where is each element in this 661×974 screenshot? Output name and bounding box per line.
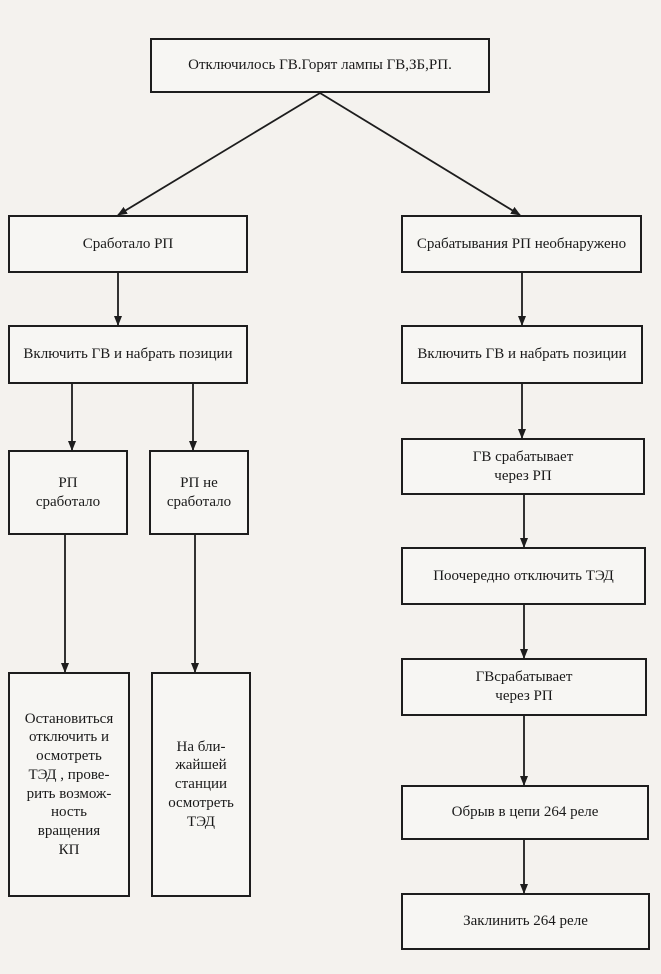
right-enable-label: Включить ГВ и набрать позиции xyxy=(417,346,627,363)
right-top-node: Срабатывания РП необнаружено xyxy=(401,215,642,273)
rp-worked-label: РП сработало xyxy=(35,474,101,510)
left-top-node: Сработало РП xyxy=(8,215,248,273)
gv-through-rp-1-node: ГВ срабатывает через РП xyxy=(401,438,645,495)
wedge-264-node: Заклинить 264 реле xyxy=(401,893,650,950)
right-top-label: Срабатывания РП необнаружено xyxy=(416,235,627,252)
break-264-node: Обрыв в цепи 264 реле xyxy=(401,785,649,840)
left-enable-node: Включить ГВ и набрать позиции xyxy=(8,325,248,384)
disconnect-ted-label: Поочередно отключить ТЭД xyxy=(433,567,614,584)
root-node: Отключилось ГВ.Горят лампы ГВ,ЗБ,РП. xyxy=(150,38,490,93)
next-station-label: На бли- жайшей станции осмотреть ТЭД xyxy=(168,738,234,830)
left-top-label: Сработало РП xyxy=(82,235,174,252)
rp-worked-node: РП сработало xyxy=(8,450,128,535)
stop-inspect-node: Остановиться отключить и осмотреть ТЭД ,… xyxy=(8,672,130,897)
root-label: Отключилось ГВ.Горят лампы ГВ,ЗБ,РП. xyxy=(188,57,452,74)
right-enable-node: Включить ГВ и набрать позиции xyxy=(401,325,643,384)
rp-not-worked-label: РП не сработало xyxy=(166,474,232,510)
arrow-root-to-right xyxy=(319,92,521,216)
gv-through-rp-1-label: ГВ срабатывает через РП xyxy=(472,448,574,484)
gv-through-rp-2-node: ГВсрабатывает через РП xyxy=(401,658,647,716)
next-station-node: На бли- жайшей станции осмотреть ТЭД xyxy=(151,672,251,897)
wedge-264-label: Заклинить 264 реле xyxy=(463,913,588,930)
rp-not-worked-node: РП не сработало xyxy=(149,450,249,535)
arrow-root-to-left xyxy=(117,92,321,216)
stop-inspect-label: Остановиться отключить и осмотреть ТЭД ,… xyxy=(24,710,114,858)
break-264-label: Обрыв в цепи 264 реле xyxy=(451,804,599,821)
disconnect-ted-node: Поочередно отключить ТЭД xyxy=(401,547,646,605)
gv-through-rp-2-label: ГВсрабатывает через РП xyxy=(475,669,573,704)
left-enable-label: Включить ГВ и набрать позиции xyxy=(23,346,233,363)
